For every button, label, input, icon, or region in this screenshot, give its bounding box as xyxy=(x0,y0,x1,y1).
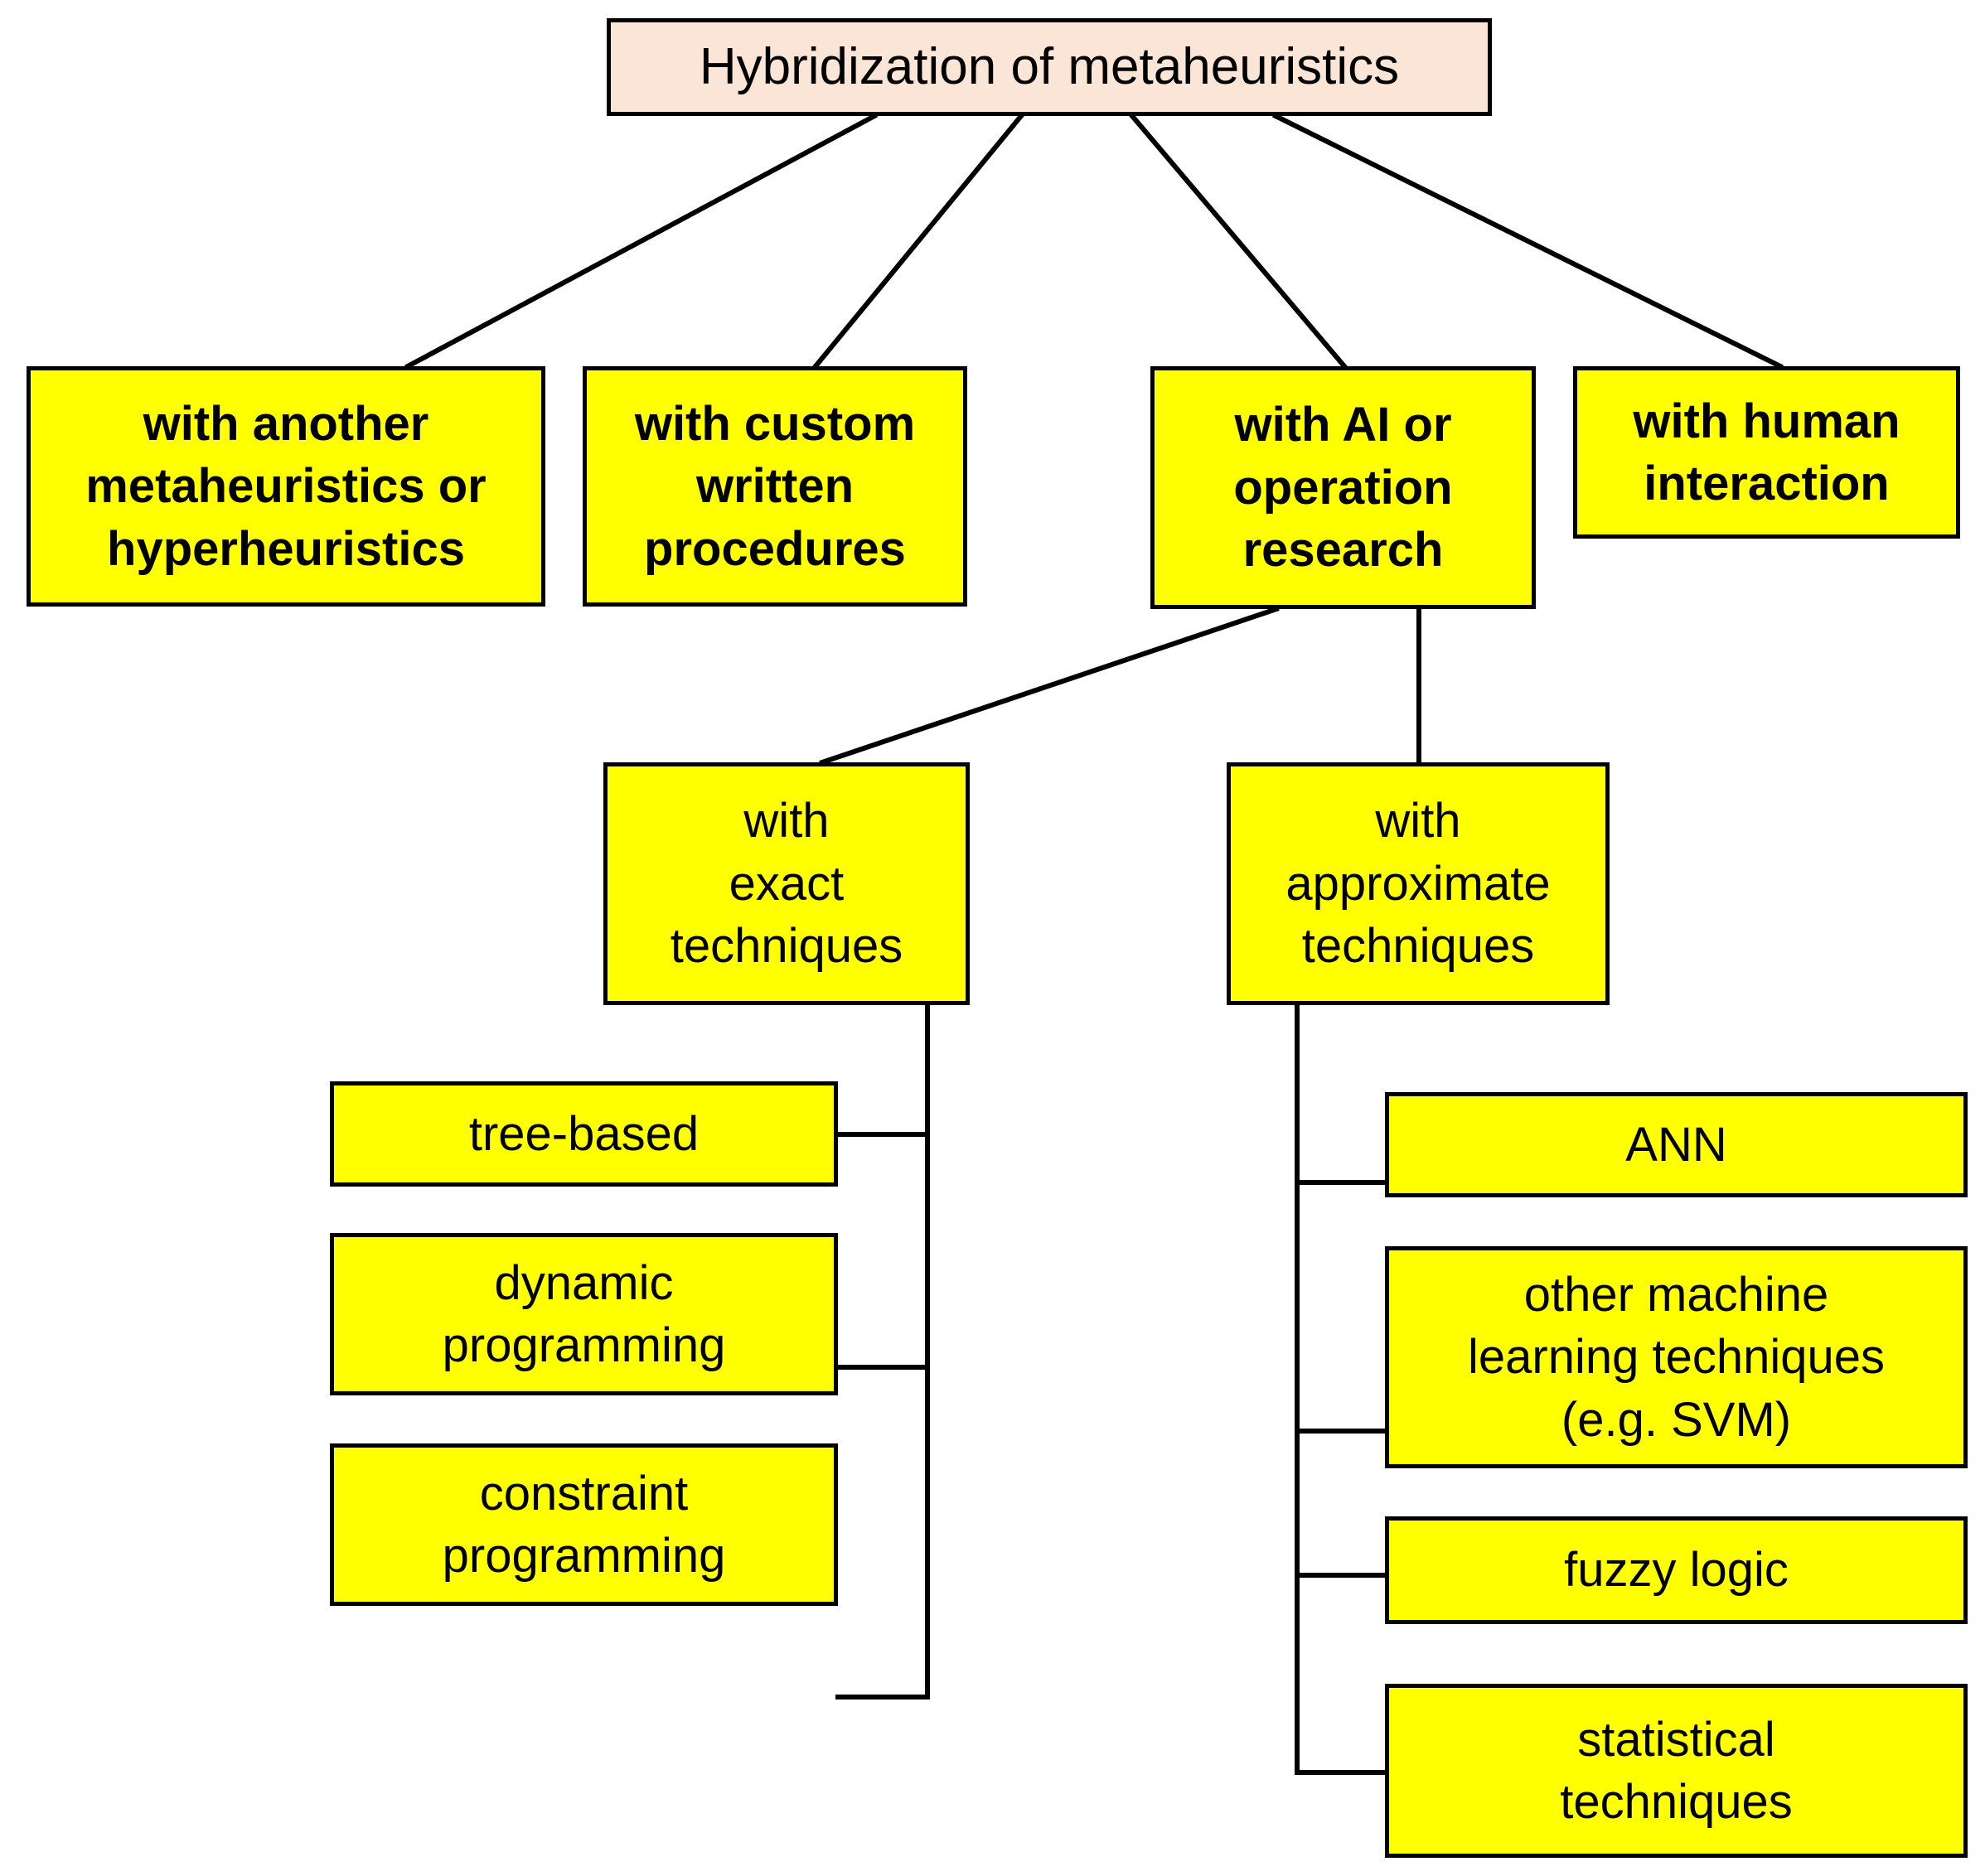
node-fuzzy-logic-label: fuzzy logic xyxy=(1564,1543,1789,1598)
node-other-machine-learning-label: other machine learning techniques (e.g. … xyxy=(1467,1267,1886,1447)
node-human-interaction[interactable]: with human interaction xyxy=(1573,366,1960,539)
node-other-machine-learning[interactable]: other machine learning techniques (e.g. … xyxy=(1385,1246,1968,1468)
node-exact-techniques-label: with exact techniques xyxy=(670,794,903,974)
edge-root-to-custom-written-procedures xyxy=(811,112,1025,370)
edge-ai-to-exact-techniques xyxy=(819,606,1280,766)
node-tree-based-label: tree-based xyxy=(468,1106,700,1161)
node-root[interactable]: Hybridization of metaheuristics xyxy=(607,18,1492,116)
node-statistical-techniques-label: statistical techniques xyxy=(1560,1712,1793,1829)
node-ai-or-operation-research-label: with AI or operation research xyxy=(1233,398,1453,578)
node-dynamic-programming[interactable]: dynamic programming xyxy=(330,1233,838,1395)
node-another-metaheuristics-label: with another metaheuristics or hyperheur… xyxy=(85,396,487,576)
node-custom-written-procedures[interactable]: with custom written procedures xyxy=(583,366,967,607)
node-human-interaction-label: with human interaction xyxy=(1633,394,1900,510)
node-another-metaheuristics[interactable]: with another metaheuristics or hyperheur… xyxy=(27,366,545,607)
node-constraint-programming[interactable]: constraint programming xyxy=(330,1443,838,1606)
node-approximate-techniques-label: with approximate techniques xyxy=(1285,794,1551,974)
node-fuzzy-logic[interactable]: fuzzy logic xyxy=(1385,1516,1968,1624)
node-custom-written-procedures-label: with custom written procedures xyxy=(634,396,916,576)
node-statistical-techniques[interactable]: statistical techniques xyxy=(1385,1684,1968,1858)
node-root-label: Hybridization of metaheuristics xyxy=(699,37,1400,95)
node-ann-label: ANN xyxy=(1625,1117,1727,1172)
node-constraint-programming-label: constraint programming xyxy=(442,1466,726,1583)
edge-root-to-ai-or-operation-research xyxy=(1128,112,1348,370)
node-approximate-techniques[interactable]: with approximate techniques xyxy=(1227,762,1610,1005)
node-ai-or-operation-research[interactable]: with AI or operation research xyxy=(1150,366,1536,609)
node-ann[interactable]: ANN xyxy=(1385,1092,1968,1197)
edge-root-to-another-metaheuristics xyxy=(404,112,879,370)
edge-root-to-human-interaction xyxy=(1271,112,1784,370)
node-exact-techniques[interactable]: with exact techniques xyxy=(603,762,970,1005)
node-tree-based[interactable]: tree-based xyxy=(330,1081,838,1187)
node-dynamic-programming-label: dynamic programming xyxy=(442,1255,726,1372)
